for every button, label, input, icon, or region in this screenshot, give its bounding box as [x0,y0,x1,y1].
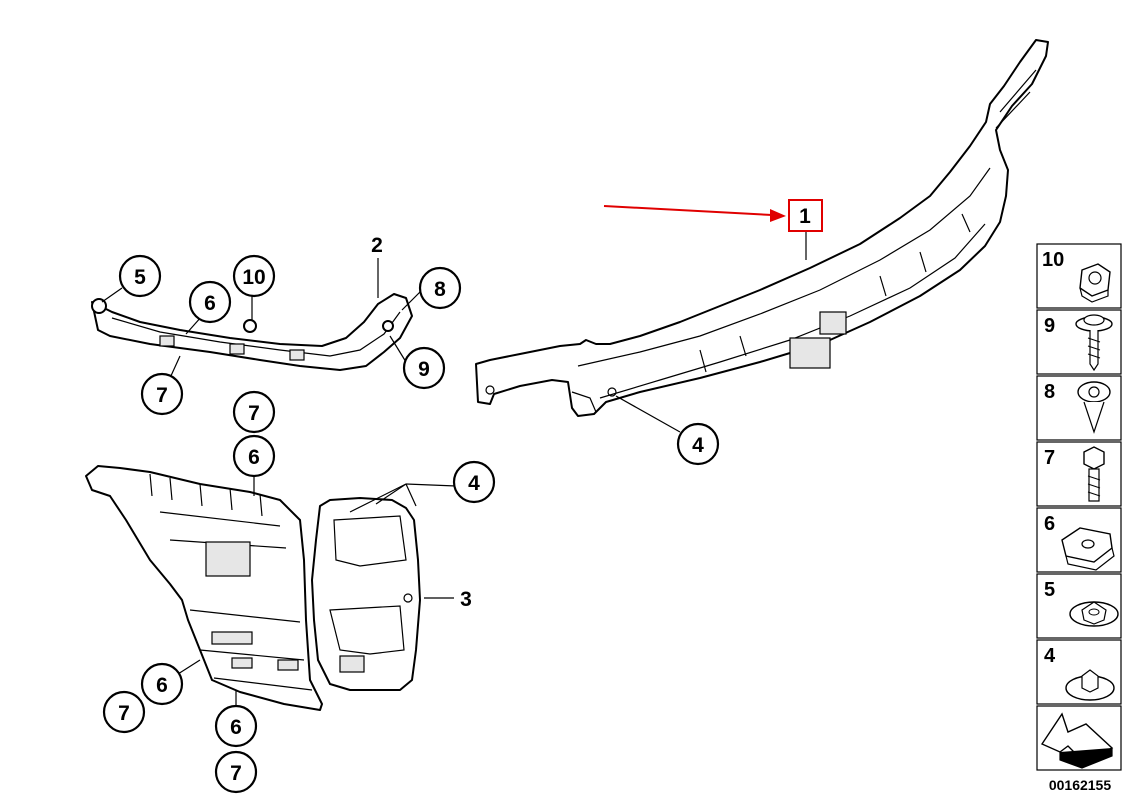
callout-1-highlighted[interactable]: 1 [788,199,823,232]
legend-num-7: 7 [1044,447,1055,469]
flange-nut-icon [1065,669,1115,701]
legend-num-10: 10 [1042,249,1064,271]
screw-washer-icon [1075,314,1113,372]
callout-6-upper[interactable]: 6 [188,280,232,324]
part-2-side-bracket-upper[interactable] [91,293,413,371]
nut-icon [1079,263,1111,303]
callout-label: 7 [118,702,130,725]
callout-7-bottom[interactable]: 7 [214,750,258,794]
highlight-arrow [603,205,786,222]
callout-4-right[interactable]: 4 [676,422,720,466]
direction-arrow-icon [1040,712,1114,769]
callout-7-middle[interactable]: 7 [232,390,276,434]
leader-lines [101,232,807,706]
callout-label: 6 [156,674,168,697]
callout-label: 10 [242,266,265,289]
callout-3-label[interactable]: 3 [460,588,472,611]
callout-label: 7 [230,762,242,785]
hex-bolt-icon [1083,446,1105,502]
expanding-rivet-icon [1077,381,1111,434]
callout-label: 6 [230,716,242,739]
legend-num-4: 4 [1044,645,1056,667]
callout-7-upper[interactable]: 7 [140,372,184,416]
callout-6-middle[interactable]: 6 [232,434,276,478]
clip-nut-icon [1061,527,1115,571]
callout-label: 7 [156,384,168,407]
part-3-side-bracket-lower[interactable] [85,465,323,711]
callout-8[interactable]: 8 [418,266,462,310]
callout-6-lower-left[interactable]: 6 [140,662,184,706]
callout-10[interactable]: 10 [232,254,276,298]
legend-num-5: 5 [1044,579,1055,601]
callout-4-left[interactable]: 4 [452,460,496,504]
callout-2-label[interactable]: 2 [371,234,383,257]
callout-label: 7 [248,402,260,425]
grommet-icon [1069,601,1119,627]
callout-7-lower-left[interactable]: 7 [102,690,146,734]
callout-label: 6 [204,292,216,315]
legend-num-6: 6 [1044,513,1055,535]
callout-label: 4 [692,434,704,457]
legend-num-9: 9 [1044,315,1055,337]
callout-label: 4 [468,472,480,495]
part-3-side-insert[interactable] [311,497,421,691]
part-1-bumper-carrier[interactable] [475,39,1049,417]
callout-6-bottom[interactable]: 6 [214,704,258,748]
callout-label: 6 [248,446,260,469]
callout-label: 9 [418,358,430,381]
fastener-legend: 10 9 8 7 6 [1036,243,1122,771]
callout-5[interactable]: 5 [118,254,162,298]
callout-label: 5 [134,266,146,289]
callout-1-label: 1 [799,205,811,228]
legend-num-8: 8 [1044,381,1055,403]
callout-9[interactable]: 9 [402,346,446,390]
diagram-number: 00162155 [1049,777,1112,793]
legend-cell-7[interactable] [1036,441,1122,507]
callout-label: 8 [434,278,446,301]
